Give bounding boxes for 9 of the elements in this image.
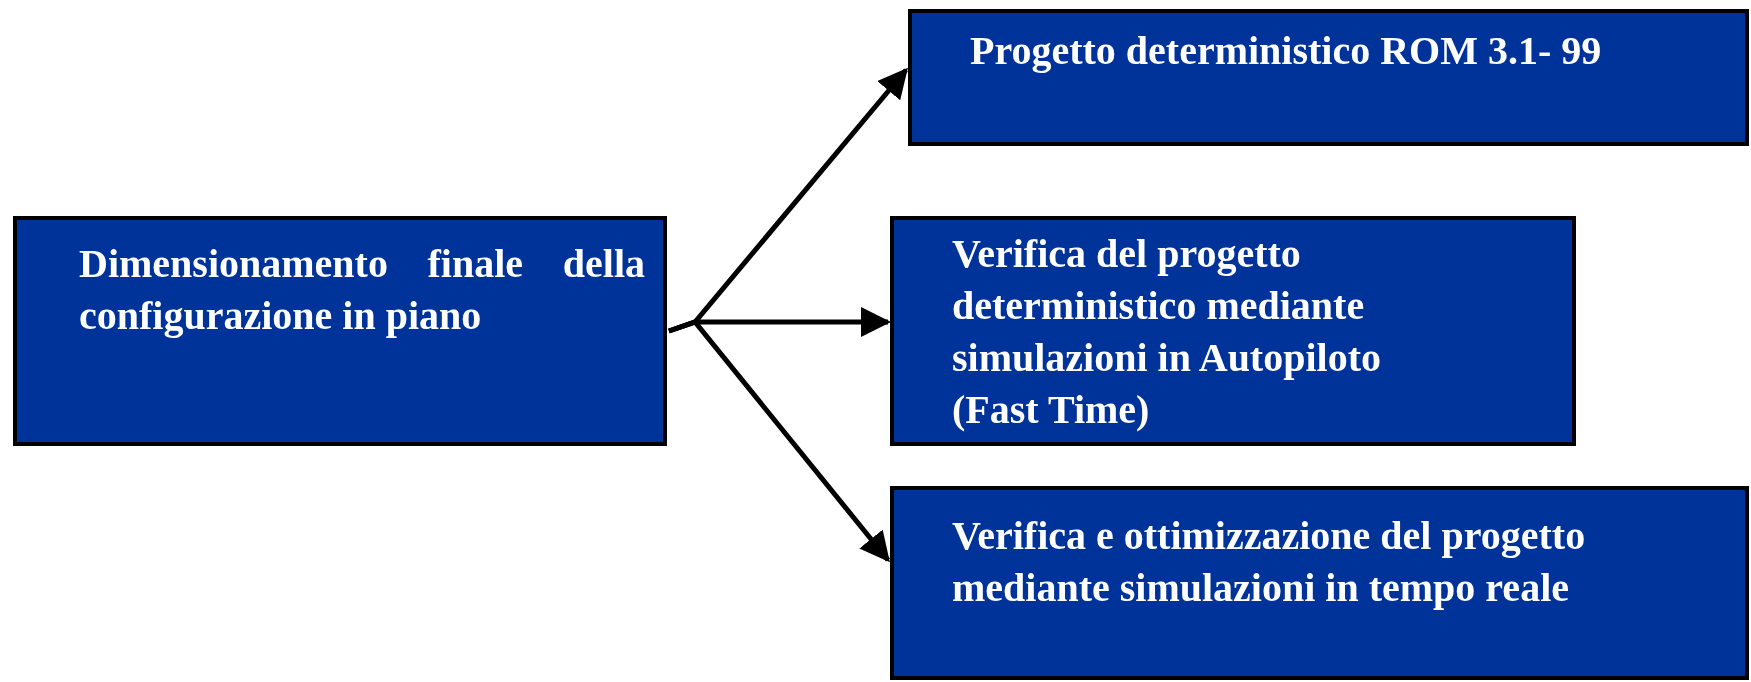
- box-label: Dimensionamento finale della configurazione in piano: [79, 240, 645, 340]
- arrow: [668, 319, 890, 563]
- box-label: Progetto deterministico ROM 3.1- 99: [970, 27, 1603, 75]
- process-box: [890, 486, 1749, 680]
- box-label: Verifica del progetto deterministico mediante simulazioni in Autopiloto (Fast Time): [952, 230, 1382, 434]
- process-box: [13, 216, 667, 446]
- process-box: [890, 216, 1576, 446]
- box-label: Verifica e ottimizzazione del progetto mediante simulazioni in tempo reale: [952, 512, 1587, 612]
- process-box: [908, 9, 1749, 146]
